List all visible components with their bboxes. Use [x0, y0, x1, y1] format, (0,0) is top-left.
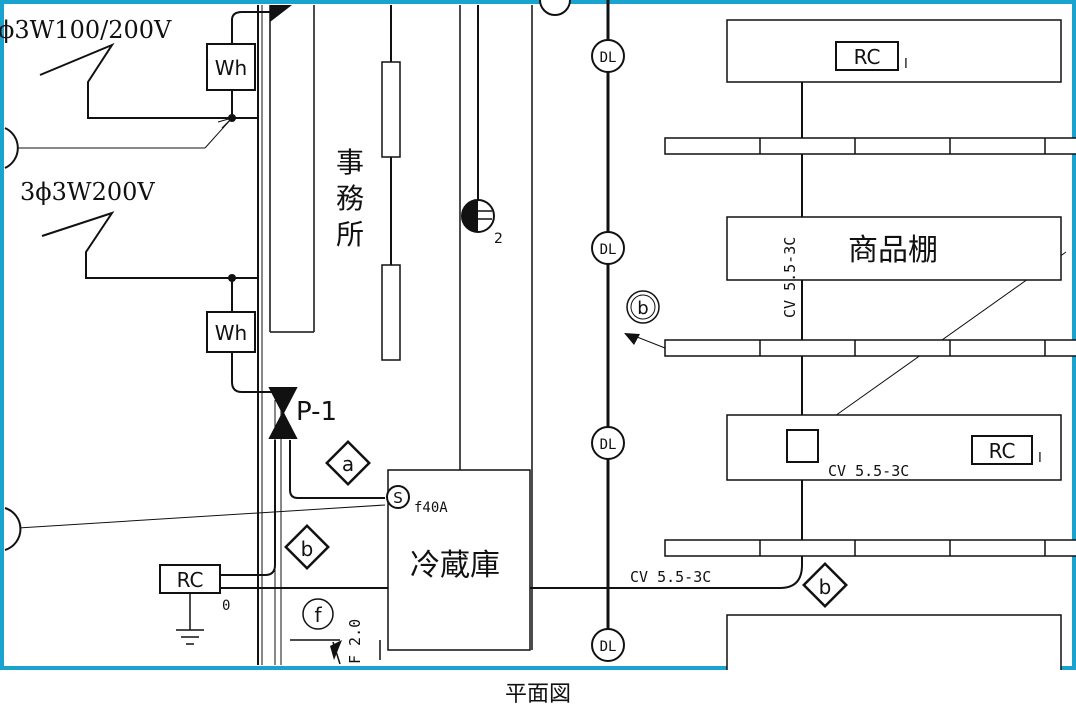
- marker-b-label: b: [819, 575, 832, 599]
- pump-wire: [220, 440, 276, 576]
- rc-suffix: I: [1038, 451, 1042, 466]
- rc-label: RC: [989, 439, 1016, 463]
- frame-border: [0, 0, 1076, 670]
- junction-dot: [228, 114, 236, 122]
- b-arrow-head: [624, 333, 640, 345]
- pump-symbol-top: [270, 5, 292, 22]
- marker-b-double-circle: [626, 290, 660, 324]
- rc-box-right: [971, 435, 1033, 465]
- shelf-box: [726, 614, 1062, 670]
- downlight-label: DL: [600, 639, 617, 655]
- cable-label: CV 5.5-3C: [630, 568, 711, 586]
- downlight-icon: [591, 426, 625, 460]
- outlet-icon-fill: [462, 200, 478, 232]
- left-circle: [4, 507, 22, 551]
- marker-a-label: a: [342, 452, 354, 476]
- office-char-2: 務: [336, 182, 364, 215]
- downlight-icon: [591, 231, 625, 265]
- marker-b-diamond: [284, 524, 330, 570]
- cable-label: CV 5.5-3C: [828, 462, 909, 480]
- signal-line: [17, 504, 386, 529]
- supply-wire: [39, 42, 233, 119]
- downlight-icon: [591, 39, 625, 73]
- marker-b-label: b: [637, 298, 648, 319]
- left-circle: [4, 127, 19, 169]
- watt-meter-2: [206, 311, 256, 353]
- rc-box-top: [835, 41, 899, 71]
- cable-label-vertical: CV 5.5-3C: [781, 237, 799, 318]
- supply-wire: [231, 352, 272, 393]
- supply-wire: [231, 11, 270, 44]
- downlight-label: DL: [600, 242, 617, 258]
- junction-dot: [228, 274, 236, 282]
- pump-symbol: [268, 387, 298, 439]
- shelf-strip: [664, 137, 1076, 155]
- diagram-caption: 平面図: [504, 682, 571, 707]
- shelf-strip: [664, 339, 1076, 357]
- rc-suffix: I: [904, 57, 908, 72]
- marker-f-circle: [302, 598, 334, 630]
- downlight-icon: [591, 628, 625, 662]
- f20-label: F 2.0: [346, 619, 364, 664]
- meter-label: Wh: [215, 56, 247, 80]
- f40a-label: f40A: [414, 500, 448, 516]
- junction-box: [786, 429, 819, 463]
- watt-meter-1: [206, 43, 256, 91]
- pump-wire: [289, 440, 385, 499]
- marker-b-label: b: [301, 537, 314, 561]
- outlet-subscript: 2: [494, 231, 503, 247]
- switch-label: S: [393, 489, 403, 507]
- floor-plan-diagram: ϕ3W100/200V 3ϕ3W200V Wh Wh P-1 事 務 所 2 D…: [0, 0, 1076, 670]
- supply-label-2: 3ϕ3W200V: [20, 178, 155, 206]
- meter-label: Wh: [215, 321, 247, 345]
- switch-icon: [386, 485, 410, 509]
- fluorescent-fixture: [381, 61, 401, 158]
- shelf-strip: [664, 539, 1076, 557]
- cold-storage-label: 冷蔵庫: [410, 548, 500, 583]
- pump-label: P-1: [296, 397, 337, 427]
- rc-box-left: [159, 564, 221, 594]
- rc-label: RC: [854, 45, 881, 69]
- downlight-label: DL: [600, 437, 617, 453]
- supply-label-1: ϕ3W100/200V: [0, 16, 172, 44]
- downlight-label: DL: [600, 50, 617, 66]
- rc-zero-label: 0: [222, 598, 230, 614]
- f-arrow-head: [330, 640, 342, 660]
- marker-b-diamond: [802, 562, 848, 608]
- downlight-icon-partial: [539, 0, 571, 16]
- cold-storage-room: [387, 469, 531, 651]
- marker-a-diamond: [325, 440, 371, 486]
- rc-cable: [779, 458, 803, 589]
- shelf-label: 商品棚: [848, 233, 938, 268]
- shelf-box: [726, 216, 1062, 281]
- office-char-1: 事: [336, 146, 364, 179]
- supply-wire: [41, 211, 233, 312]
- fluorescent-fixture: [381, 264, 401, 361]
- office-char-3: 所: [336, 218, 364, 251]
- marker-f-label: f: [314, 603, 322, 627]
- rc-label: RC: [177, 568, 204, 592]
- marker-b-double-circle-inner: [630, 294, 656, 320]
